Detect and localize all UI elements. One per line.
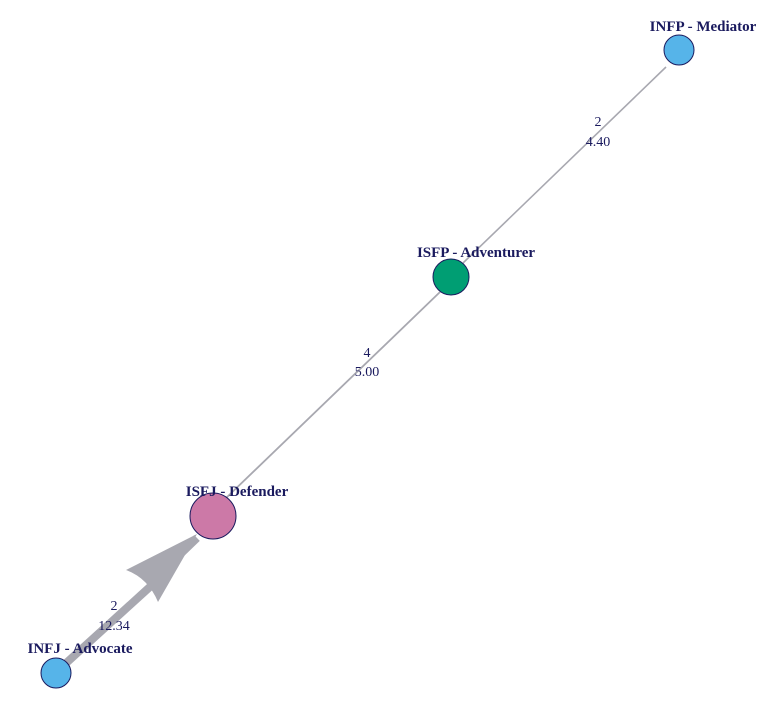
edge-isfp-isfj-count: 4 <box>364 346 371 361</box>
edge-infj-isfj <box>61 582 155 668</box>
node-isfj-defender-label: ISFJ - Defender <box>186 484 289 500</box>
edge-infp-isfp-weight: 4.40 <box>586 135 611 150</box>
edge-infj-isfj-tail <box>165 535 200 569</box>
node-infj-advocate[interactable] <box>40 657 72 689</box>
node-isfp-adventurer-label: ISFP - Adventurer <box>417 245 535 261</box>
node-isfp-adventurer[interactable] <box>432 258 470 296</box>
edge-infp-isfp-count: 2 <box>595 115 602 130</box>
edge-isfp-isfj-weight: 5.00 <box>355 365 380 380</box>
node-infp-mediator-label: INFP - Mediator <box>650 19 757 35</box>
node-infp-mediator[interactable] <box>663 34 695 66</box>
edge-infp-isfp <box>462 66 667 264</box>
edge-infj-isfj-weight: 12.34 <box>98 619 130 634</box>
node-isfj-defender[interactable] <box>189 492 237 540</box>
edge-infj-isfj-count: 2 <box>111 599 118 614</box>
node-infj-advocate-label: INFJ - Advocate <box>28 641 133 657</box>
edge-isfp-isfj <box>223 291 441 501</box>
